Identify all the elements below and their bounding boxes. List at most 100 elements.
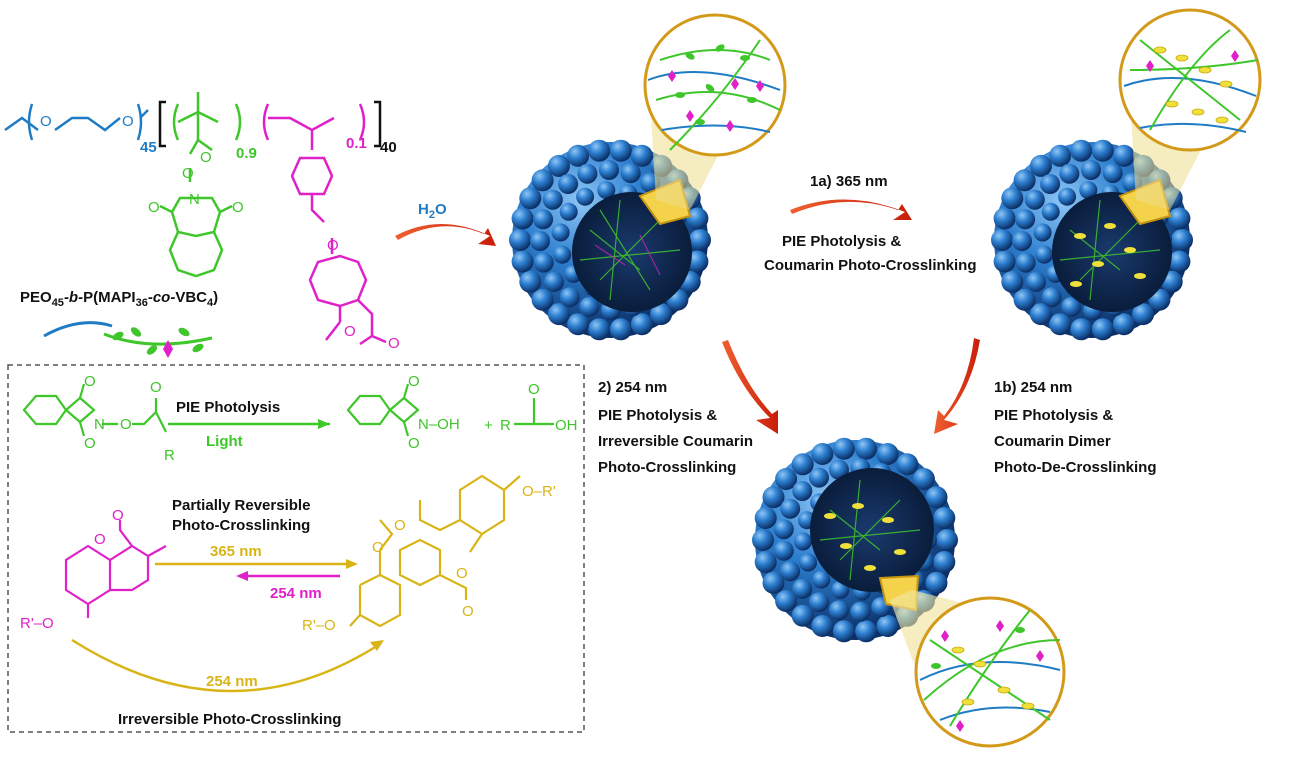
nhpi-structure	[346, 383, 420, 437]
corona-bead	[1070, 318, 1093, 341]
mapi-block	[159, 92, 242, 278]
corona-bead	[620, 163, 641, 184]
arrow-1a	[790, 199, 912, 220]
corona-bead	[925, 571, 948, 594]
corona-bead	[828, 600, 849, 621]
corona-bead	[686, 207, 709, 230]
coumarin-structure	[64, 520, 167, 618]
corona-bead	[809, 592, 829, 613]
step-1b-desc-3: Photo-De-Crosslinking	[994, 459, 1157, 476]
corona-bead	[533, 252, 554, 273]
dimer-r-o-bottom: R'–O	[302, 617, 336, 634]
corona-bead	[630, 313, 653, 336]
corona-bead	[809, 467, 829, 488]
corona-bead	[567, 144, 590, 167]
corona-bead	[547, 154, 570, 177]
corona-bead	[650, 303, 673, 326]
pie-ester-structure	[22, 383, 167, 437]
corona-bead	[936, 529, 958, 551]
corona-bead	[559, 287, 580, 308]
corona-bead	[553, 245, 572, 264]
corona-bead	[1070, 139, 1093, 162]
mechanism-box	[7, 364, 585, 733]
corona-bead	[1001, 187, 1024, 210]
irreversible-label: Irreversible Photo-Crosslinking	[118, 711, 341, 728]
corona-bead	[689, 229, 711, 251]
pie-o-carbonyl: O	[150, 379, 162, 396]
light-label: Light	[206, 433, 243, 450]
corona-bead	[576, 187, 595, 206]
corona-bead	[791, 604, 814, 627]
step-2-label: 2) 254 nm	[598, 379, 667, 396]
pie-o-bottom: O	[84, 435, 96, 452]
forward-nm: 365 nm	[210, 543, 262, 560]
corona-bead	[1015, 252, 1036, 273]
peo-o1: O	[40, 113, 52, 130]
micelle-final	[752, 437, 958, 643]
corona-bead	[811, 615, 834, 637]
corona-bead	[991, 229, 1013, 251]
corona-bead	[780, 561, 801, 582]
corona-bead	[773, 540, 794, 561]
corona-bead	[530, 231, 550, 251]
corona-bead	[811, 443, 834, 465]
corona-bead	[792, 481, 813, 501]
mapi-o-carbonyl: O	[200, 149, 212, 166]
acid-structure	[514, 398, 554, 426]
corona-bead	[1171, 229, 1193, 251]
corona-bead	[754, 551, 777, 573]
polymer-brackets	[158, 100, 382, 148]
corona-bead	[993, 250, 1016, 273]
corona-bead	[912, 468, 935, 490]
acid-oh: OH	[555, 417, 578, 434]
corona-bead	[544, 271, 564, 292]
dimer-o-ring: O	[456, 565, 468, 582]
corona-bead	[933, 551, 956, 573]
arrow-2	[722, 340, 778, 434]
pie-o-top: O	[84, 373, 96, 390]
arrow-1b	[934, 338, 980, 434]
acid-o: O	[528, 381, 540, 398]
corona-bead	[1015, 209, 1036, 230]
zoom-lens-1	[643, 13, 787, 157]
corona-bead	[597, 181, 616, 200]
coumarin-o-ring: O	[94, 531, 106, 548]
corona-bead	[876, 615, 899, 637]
step-1a-desc-2: Coumarin Photo-Crosslinking	[764, 257, 977, 274]
corona-bead	[547, 303, 570, 326]
peo-o2: O	[122, 113, 134, 130]
corona-bead	[599, 160, 619, 180]
corona-bead	[791, 453, 814, 476]
corona-bead	[533, 209, 554, 230]
step-1b-label: 1b) 254 nm	[994, 379, 1072, 396]
zoom-lens-1-content	[647, 39, 781, 151]
corona-bead	[1029, 154, 1052, 177]
corona-bead	[855, 437, 878, 460]
corona-bead	[542, 189, 563, 210]
corona-bead	[1013, 169, 1036, 192]
corona-bead	[1029, 303, 1052, 326]
acid-r: R	[500, 417, 511, 434]
corona-bead	[559, 202, 578, 221]
corona-bead	[1168, 250, 1191, 273]
corona-bead	[1049, 313, 1072, 336]
corona-bead	[511, 207, 534, 230]
dimer-o-r-top: O–R'	[522, 483, 556, 500]
corona-bead	[1168, 207, 1191, 230]
corona-bead	[876, 443, 899, 465]
corona-bead	[775, 468, 798, 490]
corona-bead	[588, 139, 611, 162]
zoom-lens-2-content	[1123, 29, 1259, 133]
vbc-block	[262, 103, 387, 346]
corona-bead	[799, 553, 818, 572]
corona-bead	[551, 223, 570, 242]
corona-bead	[925, 486, 948, 509]
mapi-o-left: O	[148, 199, 160, 216]
corona-bead	[850, 601, 871, 622]
corona-bead	[531, 288, 554, 311]
corona-bead	[993, 207, 1016, 230]
corona-bead	[1012, 231, 1032, 251]
corona-bead	[609, 318, 632, 341]
nhpi-o-bottom: O	[408, 435, 420, 452]
